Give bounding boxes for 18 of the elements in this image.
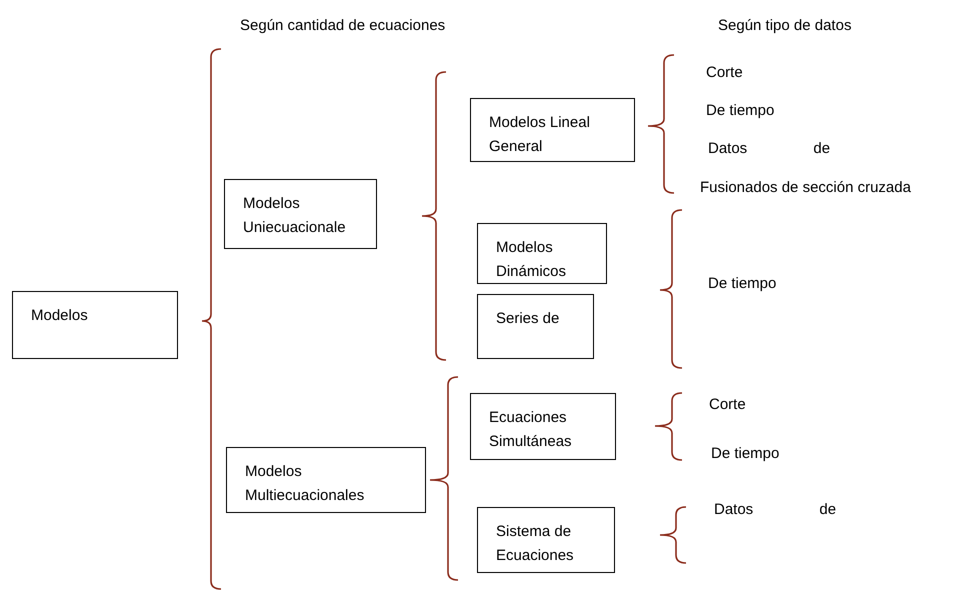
model-box: Modelos Uniecuacionale <box>224 179 377 249</box>
model-box: Modelos Dinámicos <box>477 223 607 284</box>
data-type-label: Corte <box>709 396 746 414</box>
model-box: Modelos <box>12 291 178 359</box>
column-heading: Según cantidad de ecuaciones <box>240 17 446 35</box>
data-type-label: Datos de <box>714 501 836 519</box>
model-box: Series de <box>477 294 594 359</box>
model-box: Sistema de Ecuaciones <box>477 507 615 573</box>
column-heading: Según tipo de datos <box>718 17 852 35</box>
model-box: Modelos Lineal General <box>470 98 635 162</box>
data-type-label: De tiempo <box>711 445 780 463</box>
data-type-label: De tiempo <box>706 102 774 120</box>
data-type-label: Corte <box>706 64 743 82</box>
data-type-label: Fusionados de sección cruzada <box>700 179 911 197</box>
model-box: Modelos Multiecuacionales <box>226 447 426 513</box>
data-type-label: De tiempo <box>708 275 776 293</box>
data-type-label: Datos de <box>708 140 830 158</box>
model-box: Ecuaciones Simultáneas <box>470 393 616 460</box>
